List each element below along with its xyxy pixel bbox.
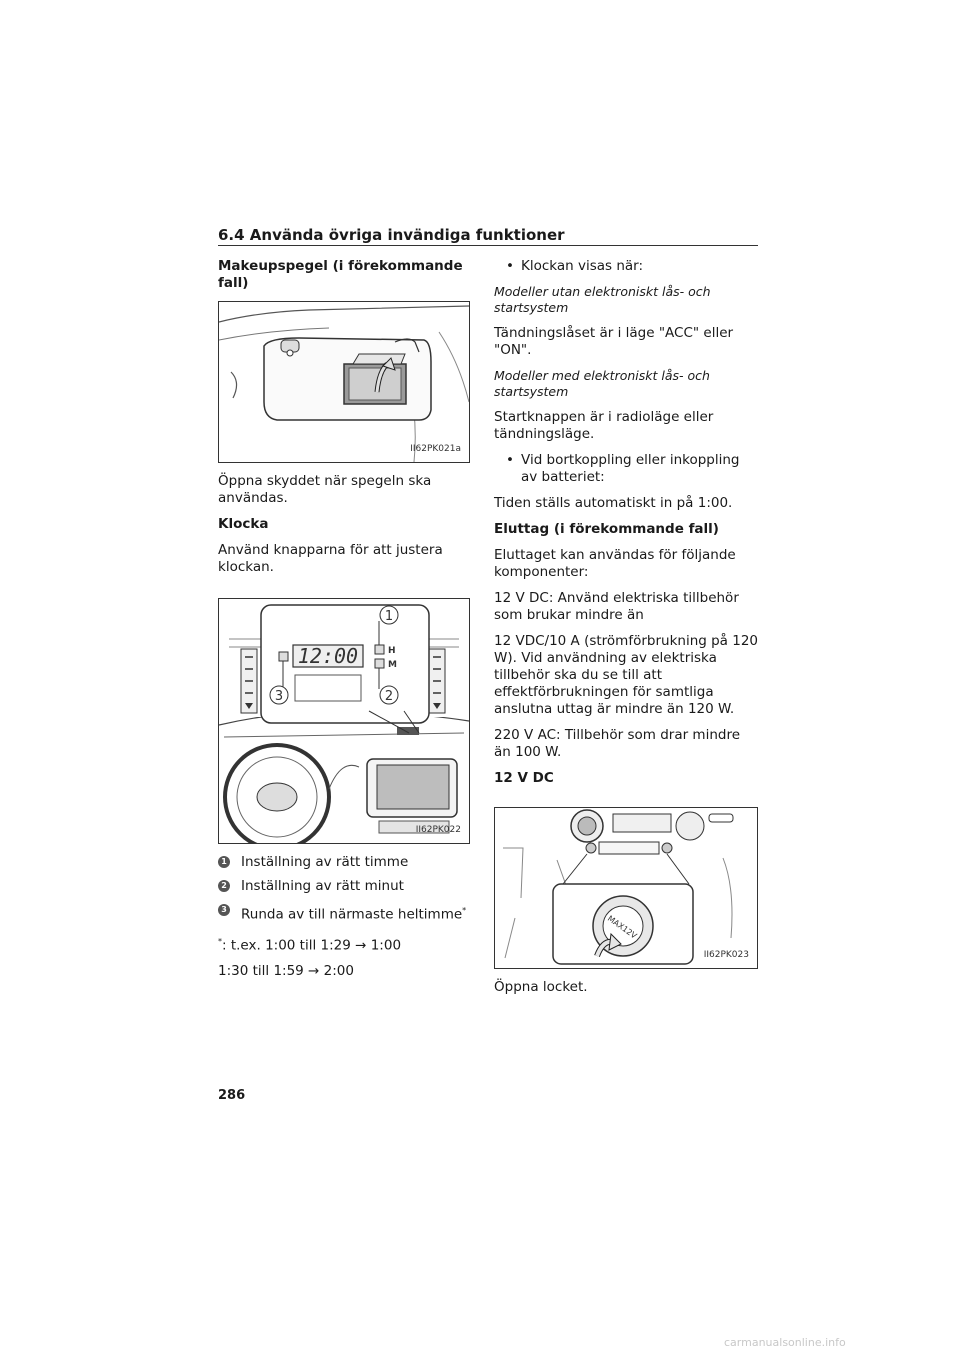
hour-button-label: H (388, 646, 396, 656)
italic-condition: Modeller utan elektroniskt lås- och star… (494, 284, 711, 315)
outlet-heading: Eluttag (i förekommande fall) (494, 521, 719, 537)
sun-visor-illustration (219, 305, 469, 462)
mirror-heading: Makeupspegel (i förekommande fall) (218, 258, 463, 291)
callout-1: 1 (385, 609, 393, 624)
outlet-text: 220 V AC: Tillbehör som drar mindre än 1… (494, 727, 741, 760)
footnote-line-1: *: t.ex. 1:00 till 1:29 → 1:00 (218, 936, 402, 954)
section-title: 6.4 Använda övriga invändiga funktioner (218, 226, 565, 244)
condition-text: Startknappen är i radioläge eller tändni… (494, 409, 714, 442)
figure-power-outlet: MAX12V II62PK023 (494, 807, 758, 969)
mirror-text: Öppna skyddet när spegeln ska användas. (218, 473, 432, 506)
left-column: Makeupspegel (i förekommande fall) II62P… (218, 258, 470, 989)
figure-sun-visor-mirror: II62PK021a (218, 301, 470, 463)
figure-code: II62PK023 (703, 950, 749, 960)
clock-illustration: 12:00 H M 1 2 3 (219, 604, 469, 843)
reset-text: Tiden ställs automatiskt in på 1:00. (494, 495, 733, 511)
minute-button-label: M (388, 660, 397, 670)
outlet-text: Eluttaget kan användas för följande komp… (494, 547, 736, 580)
condition-text: Tändningslåset är i läge "ACC" eller "ON… (494, 325, 734, 358)
clock-display-text: 12:00 (298, 644, 358, 668)
outlet-text: 12 VDC/10 A (strömförbrukning på 120 W).… (494, 633, 759, 717)
clock-text: Använd knapparna för att justera klockan… (218, 542, 443, 575)
footnote-line-2: 1:30 till 1:59 → 2:00 (218, 963, 354, 979)
watermark: carmanualsonline.info (724, 1336, 846, 1349)
callout-3: 3 (275, 689, 283, 704)
clock-heading: Klocka (218, 516, 269, 532)
bullet-item: •Vid bortkoppling eller inkoppling av ba… (506, 452, 740, 485)
outlet-text: 12 V DC: Använd elektriska tillbehör som… (494, 590, 739, 623)
page-number: 286 (218, 1088, 246, 1103)
open-lid-text: Öppna locket. (494, 979, 588, 995)
figure-code: II62PK021a (410, 444, 461, 454)
number-badge: 1 (218, 856, 230, 868)
bullet-item: •Klockan visas när: (506, 258, 644, 274)
figure-clock: 12:00 H M 1 2 3 II62PK022 (218, 598, 470, 844)
callout-2: 2 (385, 689, 393, 704)
figure-code: II62PK022 (415, 825, 461, 835)
dc-heading: 12 V DC (494, 770, 554, 786)
power-outlet-illustration: MAX12V (503, 809, 734, 965)
italic-condition: Modeller med elektroniskt lås- och start… (494, 368, 710, 399)
right-column: •Klockan visas när: Modeller utan elektr… (494, 258, 758, 1005)
header-rule (218, 245, 758, 246)
number-badge: 3 (218, 904, 230, 916)
number-badge: 2 (218, 880, 230, 892)
